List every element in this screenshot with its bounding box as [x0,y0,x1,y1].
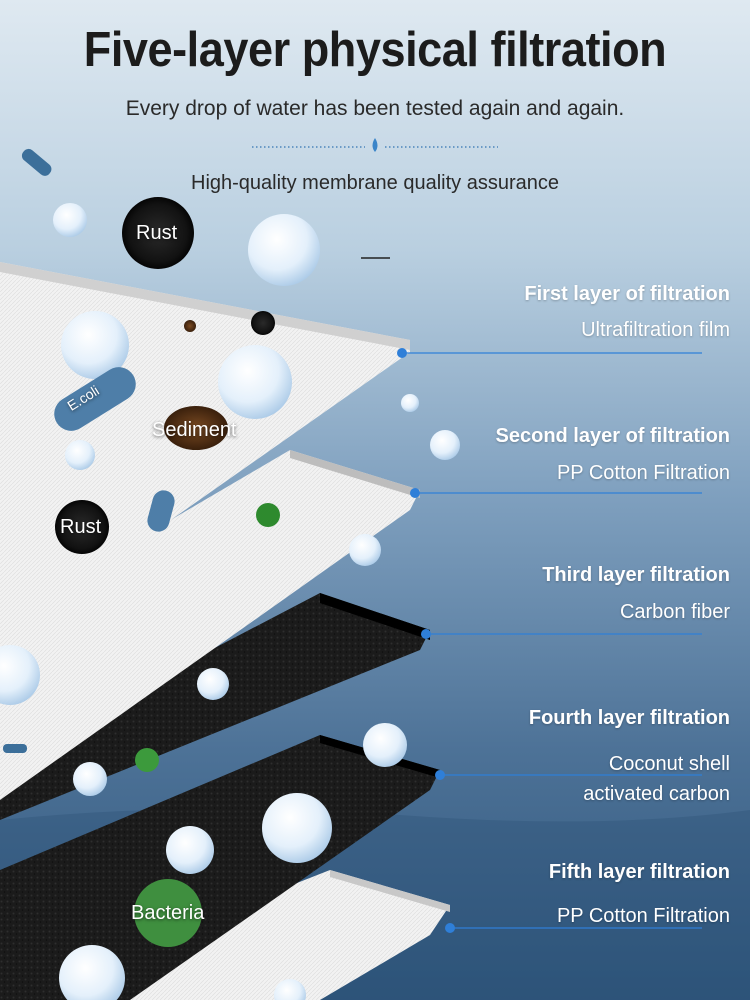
ecoli-rod-small [21,148,52,176]
layer-5-dot [445,923,455,933]
layer-5-subtitle: PP Cotton Filtration [556,905,730,927]
layer-2-title: Second layer of filtration [495,425,730,447]
water-ball [53,203,87,237]
bacteria-particle [134,879,202,947]
particles [0,148,460,1000]
water-ball [197,668,229,700]
water-ball [430,430,460,460]
water-ball [65,440,95,470]
ecoli-rod-3 [3,744,27,753]
layer-4-subtitle: Coconut shell activated carbon [583,753,730,805]
dirt-particle-small [251,311,275,335]
layer-1-subtitle: Ultrafiltration film [581,319,730,341]
page-title: Five-layer physical filtration [83,23,667,77]
layer-4-dot [435,770,445,780]
water-ball [0,645,40,705]
layer-3-title: Third layer filtration [542,564,730,586]
layer-5-title: Fifth layer filtration [548,861,730,883]
water-ball [274,979,306,1000]
rust-label-top: Rust [136,222,178,244]
water-ball [248,214,320,286]
layer-1-dot [397,348,407,358]
virus-icon [135,748,159,772]
virus-icon [256,503,280,527]
rust-particle-small [184,320,196,332]
water-ball [166,826,214,874]
sediment-particle [164,406,228,450]
ecoli-rod [54,367,136,431]
layer-4-sheet [0,735,440,1000]
water-drop-icon [372,138,378,152]
rust-label-mid: Rust [60,516,102,538]
ecoli-rod-2 [147,490,175,532]
sediment-label: Sediment [152,419,237,441]
water-ball [73,762,107,796]
water-ball [218,345,292,419]
water-ball [59,945,125,1000]
page-tagline: High-quality membrane quality assurance [191,172,559,194]
layer-3-dot [421,629,431,639]
layer-3-sheet [0,593,430,820]
layer-2-subtitle: PP Cotton Filtration [556,462,730,484]
water-ball [349,534,381,566]
water-ball [363,723,407,767]
layer-4-title: Fourth layer filtration [528,707,730,729]
water-ball [401,394,419,412]
page-subtitle: Every drop of water has been tested agai… [125,97,625,120]
layer-2-sheet [0,450,420,800]
divider-decoration [252,138,498,152]
water-ball [61,311,129,379]
rust-particle [122,197,194,269]
water-ball [262,793,332,863]
rust-particle [55,500,109,554]
bacteria-label: Bacteria [131,902,205,924]
layer-2-dot [410,488,420,498]
layer-1-title: First layer of filtration [524,283,730,305]
layer-3-subtitle: Carbon fiber [619,601,730,623]
